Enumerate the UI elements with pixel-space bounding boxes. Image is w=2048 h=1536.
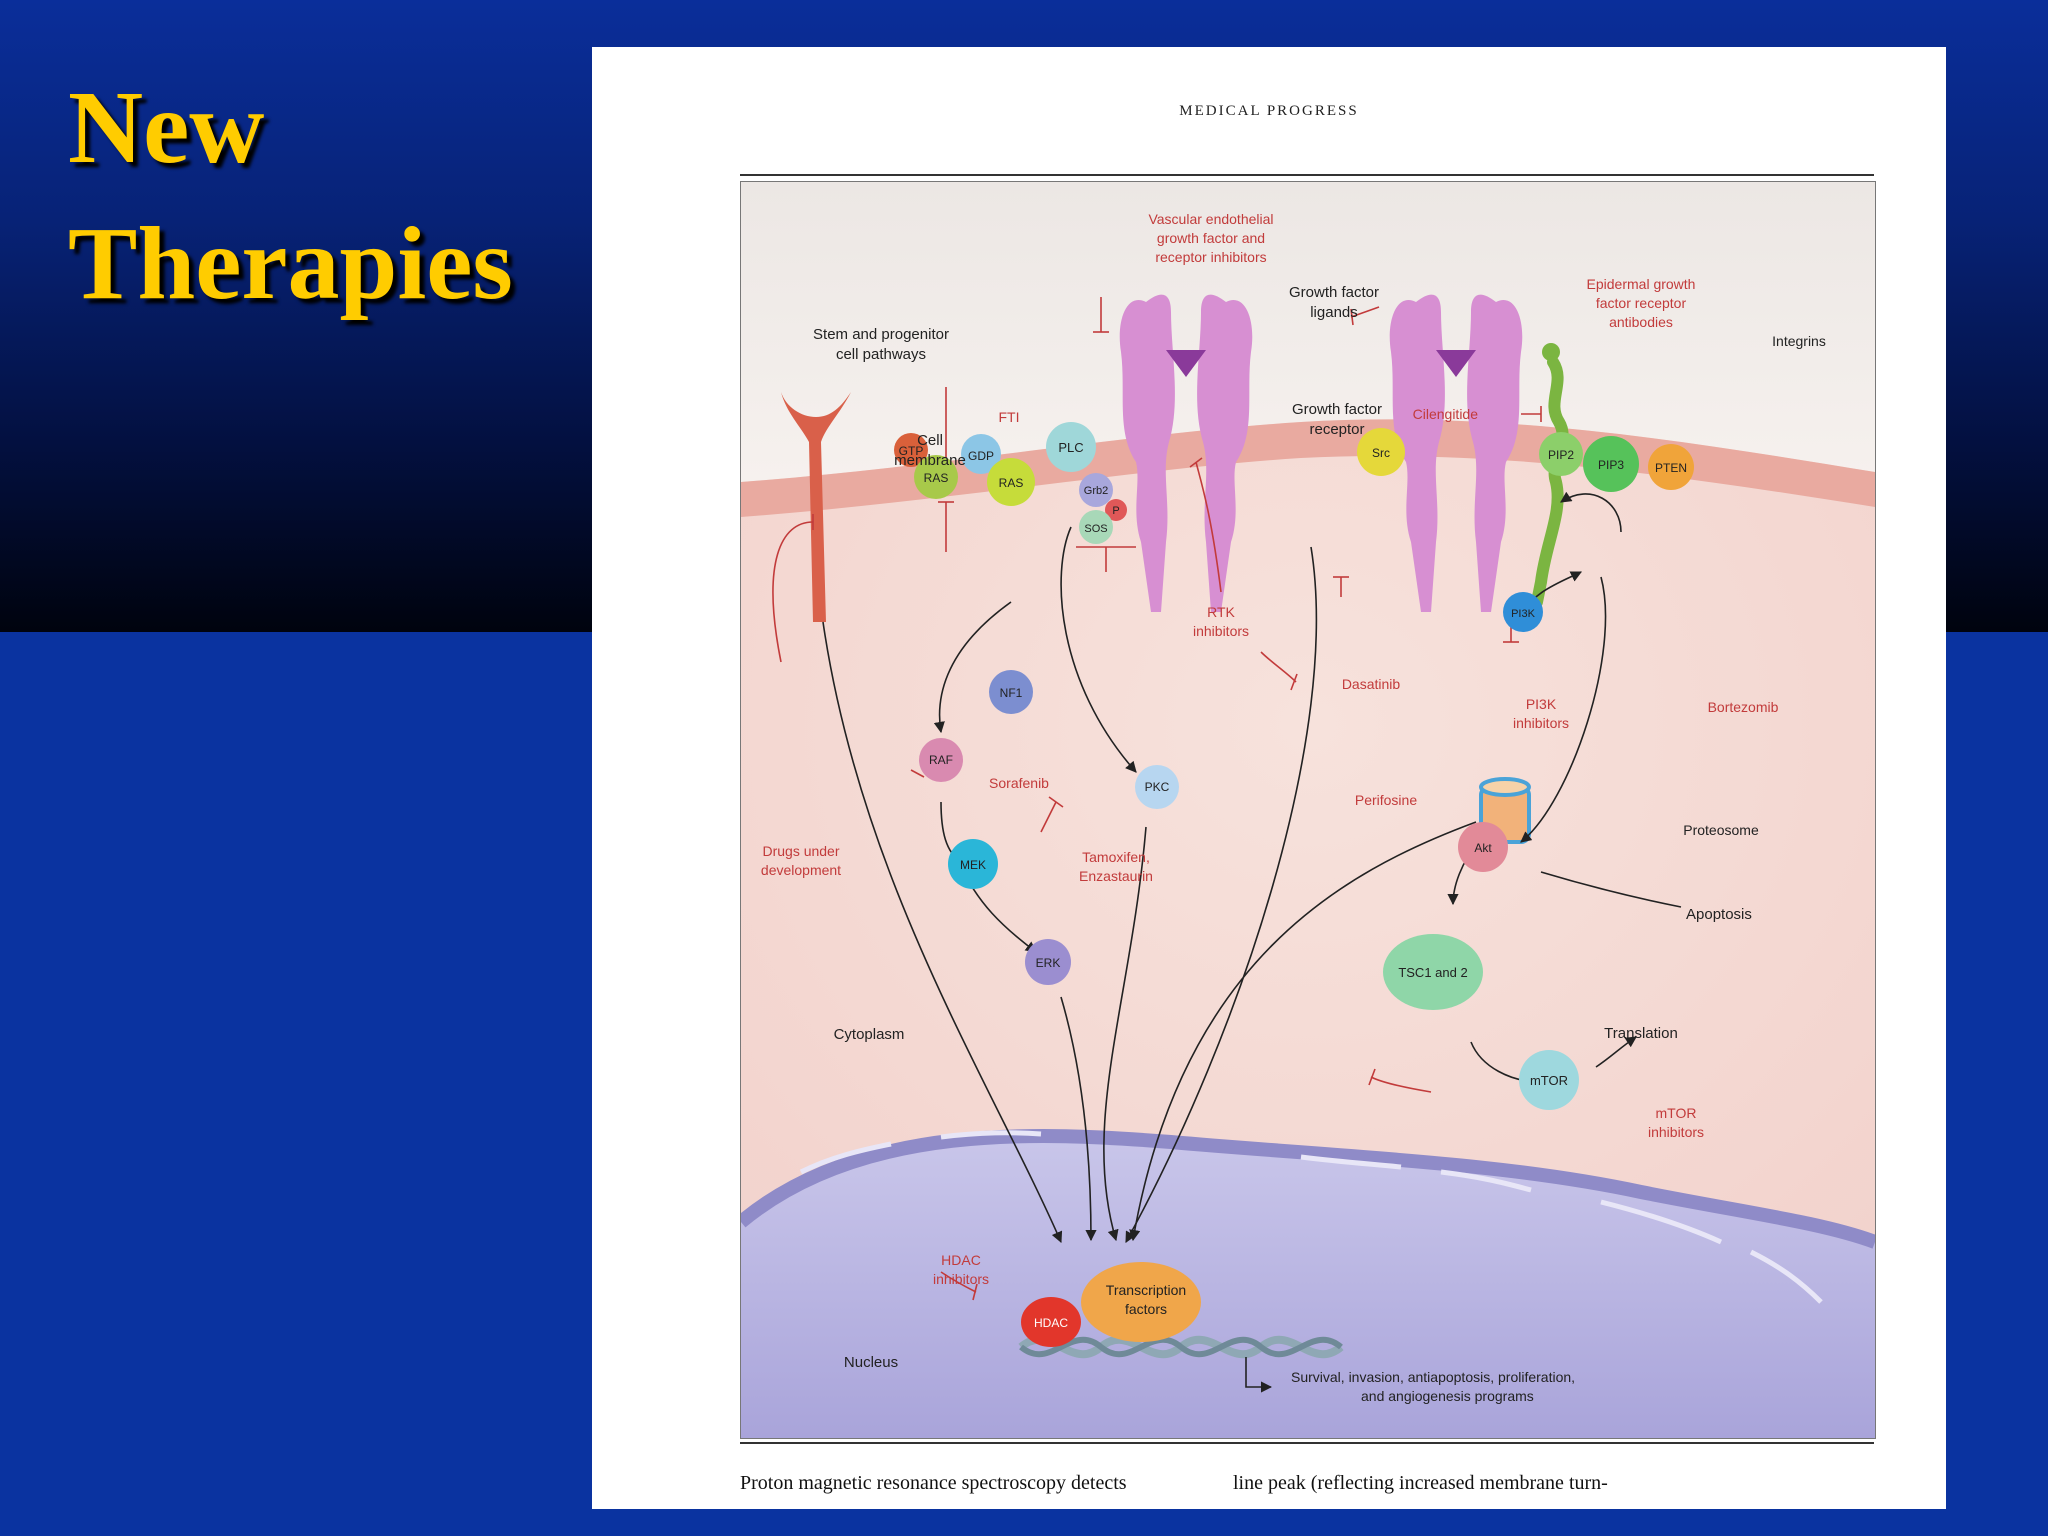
sorafenib-label: Sorafenib: [989, 775, 1049, 791]
gtp-label: GTP: [899, 444, 924, 458]
signal-arrows: [822, 491, 1682, 1393]
pi3k-inhibitors-label-2: inhibitors: [1513, 715, 1569, 731]
transcription-factors-label-2: factors: [1125, 1301, 1167, 1317]
integrins-label: Integrins: [1772, 333, 1826, 349]
pten-label: PTEN: [1655, 461, 1687, 475]
erk-label: ERK: [1036, 956, 1061, 970]
raf-label: RAF: [929, 753, 953, 767]
mek-label: MEK: [960, 858, 986, 872]
nuclear-envelope: [741, 1128, 1875, 1249]
pip3-label: PIP3: [1598, 458, 1624, 472]
egfr-antibodies-label-3: antibodies: [1609, 314, 1673, 330]
pkc-label: PKC: [1145, 780, 1170, 794]
akt-label: Akt: [1474, 841, 1492, 855]
proteosome-label: Proteosome: [1683, 822, 1759, 838]
programs-label-2: and angiogenesis programs: [1361, 1388, 1534, 1404]
slide-title-line-2: Therapies: [68, 206, 513, 321]
growth-factor-ligands-label-2: ligands: [1310, 304, 1358, 321]
body-text-left-column: Proton magnetic resonance spectroscopy d…: [740, 1472, 1127, 1494]
hdac-inhibitors-label-2: inhibitors: [933, 1271, 989, 1287]
cell-membrane-band: [741, 419, 1875, 517]
plc-label: PLC: [1058, 440, 1083, 455]
running-head: MEDICAL PROGRESS: [1179, 103, 1359, 119]
growth-factor-receptor-left: [1119, 294, 1253, 612]
pathway-diagram: Vascular endothelial growth factor and r…: [741, 182, 1875, 1438]
ras-label-1: RAS: [924, 471, 949, 485]
growth-factor-receptor-label-1: Growth factor: [1292, 401, 1382, 418]
signaling-pathway-figure: Vascular endothelial growth factor and r…: [740, 181, 1876, 1439]
dna-helix-strand-2: [1019, 1336, 1343, 1358]
inhibitor-lines: [772, 297, 1542, 1301]
vegf-inhibitors-label-1: Vascular endothelial: [1148, 211, 1273, 227]
nucleus-region: [741, 1135, 1875, 1438]
mtor-label: mTOR: [1530, 1073, 1568, 1088]
grb2-label: Grb2: [1084, 485, 1108, 497]
body-text-right-column: line peak (reflecting increased membrane…: [1233, 1472, 1608, 1494]
nucleus-label: Nucleus: [844, 1354, 898, 1371]
translation-label: Translation: [1604, 1025, 1678, 1042]
mtor-inhibitors-label-2: inhibitors: [1648, 1124, 1704, 1140]
slide-title-line-1: New: [68, 70, 265, 185]
cell-membrane-label-1: Cell: [917, 432, 943, 449]
drugs-under-development-label-1: Drugs under: [762, 843, 839, 859]
ligand-left: [1166, 350, 1206, 377]
growth-factor-receptor-label-2: receptor: [1309, 421, 1364, 438]
nuclear-pores: [799, 1130, 1823, 1304]
slide-title: New Therapies: [68, 60, 513, 332]
mtor-inhibitors-label-1: mTOR: [1656, 1105, 1697, 1121]
tamoxifen-label-2: Enzastaurin: [1079, 868, 1153, 884]
drugs-under-development-label-2: development: [761, 862, 841, 878]
stem-pathways-label-1: Stem and progenitor: [813, 326, 949, 343]
journal-page: MEDICAL PROGRESS: [592, 47, 1946, 1509]
perifosine-label: Perifosine: [1355, 792, 1417, 808]
pip2-label: PIP2: [1548, 448, 1574, 462]
programs-label-1: Survival, invasion, antiapoptosis, proli…: [1291, 1369, 1575, 1385]
gdp-label: GDP: [968, 449, 994, 463]
tsc-label: TSC1 and 2: [1398, 965, 1467, 980]
pi3k-inhibitors-label-1: PI3K: [1526, 696, 1557, 712]
ligand-right: [1436, 350, 1476, 377]
cell-membrane-label-2: membrane: [894, 452, 966, 469]
top-rule: [740, 174, 1874, 176]
tamoxifen-label-1: Tamoxifen,: [1082, 849, 1150, 865]
growth-factor-receptor-right: [1389, 294, 1523, 612]
sos-label: SOS: [1084, 523, 1107, 535]
apoptosis-label: Apoptosis: [1686, 906, 1752, 923]
dasatinib-label: Dasatinib: [1342, 676, 1401, 692]
egfr-antibodies-label-2: factor receptor: [1596, 295, 1687, 311]
vegf-inhibitors-label-3: receptor inhibitors: [1155, 249, 1266, 265]
vegf-inhibitors-label-2: growth factor and: [1157, 230, 1265, 246]
stem-pathways-label-2: cell pathways: [836, 346, 926, 363]
nf1-label: NF1: [1000, 686, 1023, 700]
membrane-proteins: [894, 422, 1694, 1347]
bottom-rule: [740, 1442, 1874, 1444]
cytoplasm-label: Cytoplasm: [834, 1026, 905, 1043]
src-label: Src: [1372, 446, 1390, 460]
transcription-factors-label-1: Transcription: [1106, 1282, 1186, 1298]
bortezomib-label: Bortezomib: [1708, 699, 1779, 715]
fti-label: FTI: [999, 409, 1020, 425]
p-label: P: [1112, 505, 1119, 517]
rtk-inhibitors-label-2: inhibitors: [1193, 623, 1249, 639]
ras-label-2: RAS: [999, 476, 1024, 490]
hdac-label: HDAC: [1034, 1316, 1068, 1330]
growth-factor-ligands-label-1: Growth factor: [1289, 284, 1379, 301]
hdac-inhibitors-label-1: HDAC: [941, 1252, 981, 1268]
stem-cell-receptor: [781, 392, 851, 622]
cilengitide-label: Cilengitide: [1413, 406, 1479, 422]
egfr-antibodies-label-1: Epidermal growth: [1587, 276, 1696, 292]
pi3k-label: PI3K: [1511, 608, 1536, 620]
rtk-inhibitors-label-1: RTK: [1207, 604, 1235, 620]
